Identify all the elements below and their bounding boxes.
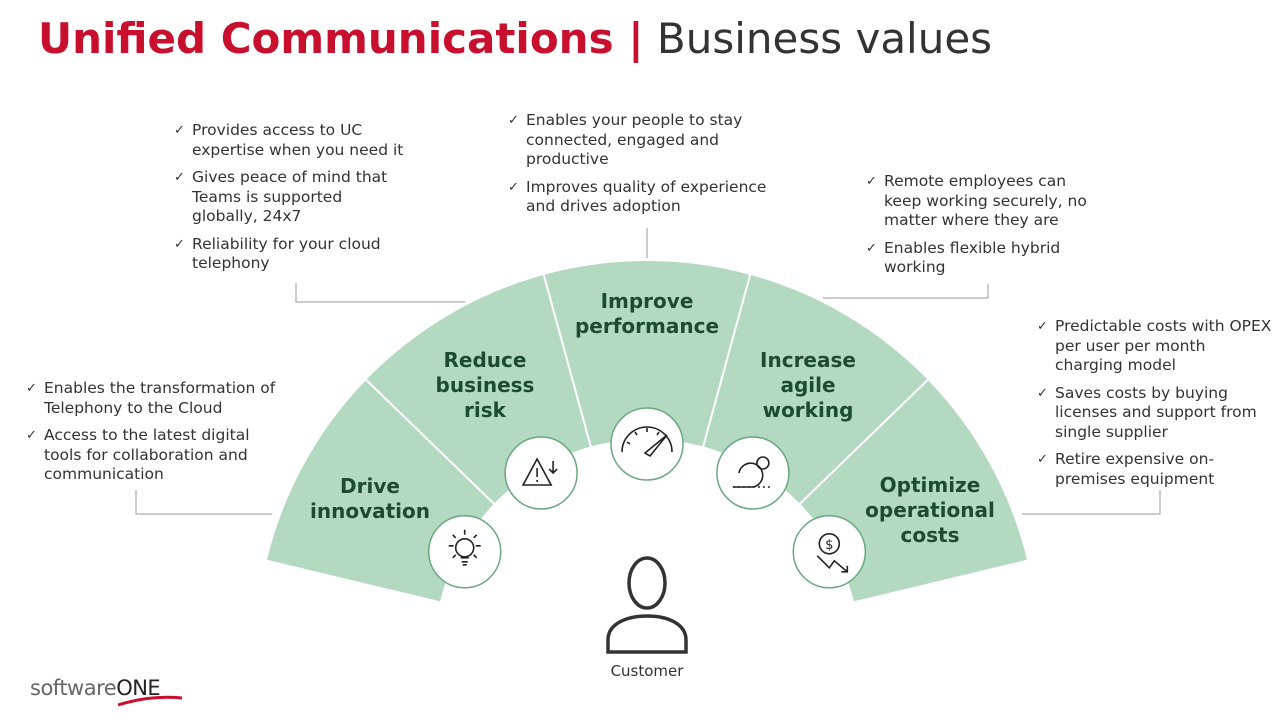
connector-line — [1022, 490, 1161, 515]
label-line: agile — [780, 373, 836, 397]
agile-loop-icon — [732, 456, 773, 488]
connector-line — [823, 284, 989, 299]
bullet: Reliability for your cloud telephony — [174, 235, 409, 274]
speedometer-icon — [621, 426, 673, 458]
bullet: Gives peace of mind that Teams is suppor… — [174, 168, 409, 227]
label-line: Drive — [340, 474, 400, 498]
icon-badge-improve-performance — [610, 407, 684, 481]
label-line: risk — [464, 398, 506, 422]
logo-text-a: software — [30, 676, 117, 700]
svg-text:$: $ — [825, 538, 833, 553]
logo-swoosh — [117, 695, 183, 707]
logo-text-b: ONE — [116, 676, 161, 700]
label-line: Optimize — [879, 473, 981, 497]
bullets-agile-working: Remote employees can keep working secure… — [866, 172, 1106, 286]
label-line: working — [762, 398, 854, 422]
label-line: innovation — [310, 499, 430, 523]
label-line: performance — [574, 314, 720, 338]
icon-circle — [610, 407, 684, 481]
bullet: Access to the latest digital tools for c… — [26, 426, 276, 485]
icon-circle — [504, 436, 578, 510]
icon-badge-optimize-costs: $ — [792, 515, 867, 589]
icon-badge-agile-working — [716, 436, 790, 510]
bullet: Enables your people to stay connected, e… — [508, 111, 788, 170]
bullet: Remote employees can keep working secure… — [866, 172, 1106, 231]
bullet: Provides access to UC expertise when you… — [174, 121, 409, 160]
customer-label: Customer — [610, 662, 684, 680]
label-line: Reduce — [443, 348, 527, 372]
icon-badge-drive-innovation — [427, 515, 502, 589]
title-bold: Unified Communications | — [38, 14, 644, 63]
bullet: Retire expensive on-premises equipment — [1037, 450, 1277, 489]
title-light: Business values — [656, 14, 993, 63]
label-line: costs — [900, 523, 960, 547]
connector-line — [295, 283, 465, 303]
bullet: Predictable costs with OPEX per user per… — [1037, 317, 1277, 376]
lightbulb-icon — [448, 529, 481, 566]
warning-down-icon — [521, 457, 558, 486]
label-line: Increase — [760, 348, 856, 372]
bullet: Improves quality of experience and drive… — [508, 178, 788, 217]
icon-badge-reduce-risk — [504, 436, 578, 510]
bullets-reduce-risk: Provides access to UC expertise when you… — [174, 121, 409, 282]
label-line: business — [435, 373, 535, 397]
cost-down-icon: $ — [816, 532, 849, 573]
label-line: Improve — [600, 289, 694, 313]
connector-line — [135, 490, 272, 515]
customer-person-icon — [606, 556, 688, 654]
bullets-improve-performance: Enables your people to stay connected, e… — [508, 111, 788, 225]
icon-circle — [427, 515, 502, 589]
bullet: Enables flexible hybrid working — [866, 239, 1106, 278]
bullet: Saves costs by buying licenses and suppo… — [1037, 384, 1277, 443]
label-line: operational — [865, 498, 995, 522]
bullets-drive-innovation: Enables the transformation of Telephony … — [26, 379, 276, 493]
bullet: Enables the transformation of Telephony … — [26, 379, 276, 418]
icon-circle — [716, 436, 790, 510]
softwareone-logo: softwareONE — [30, 676, 161, 700]
bullets-optimize-costs: Predictable costs with OPEX per user per… — [1037, 317, 1277, 497]
slide-title: Unified Communications | Business values — [38, 14, 992, 63]
